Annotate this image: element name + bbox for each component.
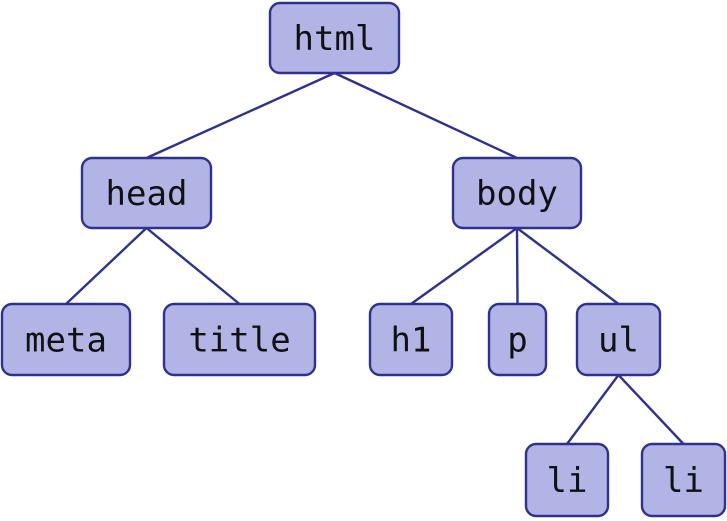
node-box xyxy=(487,302,548,377)
node-ul: ul xyxy=(575,302,662,377)
edge-head-title xyxy=(145,227,241,305)
node-box xyxy=(575,302,662,377)
node-box xyxy=(0,302,132,377)
node-head: head xyxy=(80,156,213,230)
edge-body-p xyxy=(515,227,519,305)
edge-body-ul xyxy=(516,227,620,305)
node-label: meta xyxy=(25,321,107,361)
node-label: p xyxy=(507,321,527,361)
edges-layer xyxy=(65,71,685,445)
node-li1: li xyxy=(524,442,610,518)
node-box xyxy=(268,1,401,75)
edge-ul-li2 xyxy=(617,374,685,445)
edge-ul-li1 xyxy=(566,374,620,445)
node-box xyxy=(80,156,213,230)
node-li2: li xyxy=(640,442,727,518)
node-p: p xyxy=(487,302,548,377)
node-label: li xyxy=(663,461,704,501)
node-label: head xyxy=(106,174,188,214)
node-box xyxy=(162,302,317,377)
node-label: ul xyxy=(598,321,639,361)
node-label: html xyxy=(294,19,376,59)
node-label: h1 xyxy=(391,321,432,361)
node-title: title xyxy=(162,302,317,377)
node-box xyxy=(451,156,583,230)
edge-html-head xyxy=(146,71,335,160)
edge-html-body xyxy=(333,71,518,160)
edge-head-meta xyxy=(65,227,148,305)
node-meta: meta xyxy=(0,302,132,377)
node-h1: h1 xyxy=(368,302,454,377)
node-box xyxy=(524,442,610,518)
node-body: body xyxy=(451,156,583,230)
node-html: html xyxy=(268,1,401,75)
edge-body-h1 xyxy=(410,227,518,305)
node-label: body xyxy=(476,174,558,214)
node-label: title xyxy=(188,321,290,361)
node-box xyxy=(640,442,727,518)
node-box xyxy=(368,302,454,377)
node-label: li xyxy=(547,461,588,501)
